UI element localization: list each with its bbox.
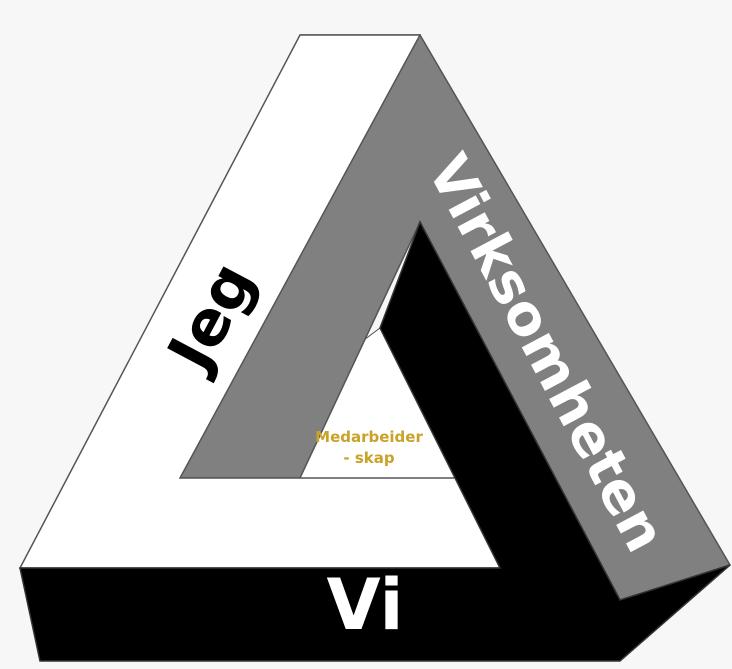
side-label-vi: Vi [327, 564, 404, 646]
center-label-line1: Medarbeider [315, 428, 423, 446]
center-label-line2: - skap [343, 449, 394, 467]
